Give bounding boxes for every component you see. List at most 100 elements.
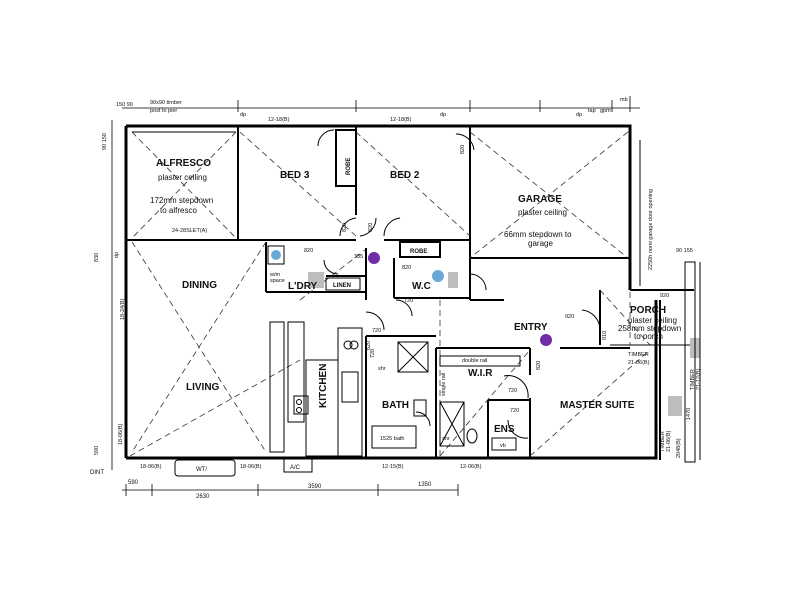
door-820-f: 820	[536, 361, 542, 370]
room-porch: PORCH	[630, 305, 666, 316]
mb-label: mb	[620, 97, 628, 103]
dim-seg-5: 18-06(B)	[140, 464, 162, 470]
dp-label-4: dp	[114, 252, 120, 258]
door-720-d: 720	[510, 408, 519, 414]
shr-label-2: shr	[442, 436, 450, 442]
room-entry: ENTRY	[514, 322, 548, 333]
doors	[317, 129, 601, 439]
wt-label: WT/	[196, 467, 207, 473]
door-820-a: 820	[304, 248, 313, 254]
top-dimension-line: 150 90 90x90 timber post to pier tap mb …	[116, 96, 640, 114]
room-bed3: BED 3	[280, 170, 310, 181]
room-wir: W.I.R	[468, 368, 493, 379]
room-laundry: L'DRY	[288, 281, 318, 292]
door-920-a: 920	[565, 314, 574, 320]
timber-1-size: 21-06(B)	[628, 360, 650, 366]
dim-top-left: 150 90	[116, 102, 133, 108]
alfresco-note-3: to alfresco	[160, 206, 197, 215]
door-920-b: 920	[660, 293, 669, 299]
wir-double-rail: double rail	[462, 358, 487, 364]
dint-label: DINT	[90, 470, 104, 476]
garage-note-3: garage	[528, 239, 553, 248]
dim-b-3590: 3590	[308, 484, 322, 490]
post-note-1: 90x90 timber	[150, 100, 182, 106]
post-note-2: post to pier	[150, 108, 177, 114]
door-820-c: 820	[368, 223, 374, 232]
door-910: 910	[602, 331, 608, 340]
dim-seg-1: 12-18(B)	[268, 117, 290, 123]
room-linen: LINEN	[333, 283, 351, 289]
dim-seg-9: 90 155	[676, 248, 693, 254]
room-ens: ENS	[494, 424, 515, 435]
dp-label-2: dp	[440, 112, 446, 118]
timber-3: TIMBER	[660, 431, 666, 452]
dp-label-3: dp	[576, 112, 582, 118]
door-335: 335	[354, 254, 363, 260]
ac-label: A/C	[290, 465, 301, 471]
room-labels: ALFRESCO plaster ceiling 172mm stepdown …	[150, 158, 681, 449]
dim-seg-7: 12-15(B)	[382, 464, 404, 470]
dp-label-1: dp	[240, 112, 246, 118]
room-garage: GARAGE	[518, 194, 562, 205]
timber-3-size: 21-06(B)	[666, 430, 672, 452]
bath-fixture: 1525 bath	[380, 436, 404, 442]
ens-vanity: vb	[500, 443, 506, 449]
dim-r-1470: 1470	[686, 408, 692, 420]
gpm-label: gpm	[600, 108, 611, 114]
porch-note-2: 258mm stepdown	[618, 324, 681, 333]
room-master-suite: MASTER SUITE	[560, 400, 635, 411]
kitchen-benches	[269, 321, 363, 457]
garage-note-1: plaster ceiling	[518, 208, 567, 217]
dim-seg-6: 18-06(B)	[240, 464, 262, 470]
room-bath: BATH	[382, 400, 409, 411]
shr-label-1: shr	[378, 366, 386, 372]
wm-space	[308, 272, 324, 288]
door-sizes: 820 820 820 820 820 820 720 720 720 720 …	[304, 145, 669, 414]
dim-left-590: 590	[94, 446, 100, 455]
porch-note-3: to porch	[634, 332, 663, 341]
room-living: LIVING	[186, 382, 220, 393]
dim-seg-8: 12-06(B)	[460, 464, 482, 470]
space-label: space	[270, 278, 285, 284]
interior-walls	[126, 126, 694, 458]
wm-label: w/m	[269, 272, 281, 278]
door-720-b: 720	[370, 349, 376, 358]
tap-label: tap	[588, 108, 596, 114]
robe-2: ROBE	[410, 249, 427, 255]
dim-left-830: 830	[94, 253, 100, 262]
alfresco-note-2: 172mm stepdown	[150, 196, 213, 205]
wc-grey	[448, 272, 458, 288]
dim-b-1350: 1350	[418, 482, 432, 488]
alfresco-note-1: plaster ceiling	[158, 173, 207, 182]
dim-b-590: 590	[128, 480, 139, 486]
door-820-d: 820	[402, 265, 411, 271]
timber-1: TIMBER	[628, 352, 649, 358]
door-820-e: 820	[460, 145, 466, 154]
timber-2-size: 21-12(B)	[696, 368, 702, 390]
timber-2: TIMBER	[690, 369, 696, 390]
alfresco-slab: 24-28SLET(A)	[172, 228, 207, 234]
dim-seg-3: 18-24(B)	[120, 298, 126, 320]
door-720-a: 720	[404, 298, 413, 304]
room-wc: W.C	[412, 281, 431, 292]
porch-note-1: plaster ceiling	[628, 316, 677, 325]
garage-door-note: 2250h nomi garage door opening	[648, 189, 654, 270]
dim-r-2048: 2048(B)	[676, 438, 682, 458]
room-bed2: BED 2	[390, 170, 420, 181]
door-820-b: 820	[342, 223, 348, 232]
dim-seg-4: 18-06(B)	[118, 423, 124, 445]
dim-left-top: 90 150	[102, 133, 108, 150]
garage-note-2: 66mm stepdown to	[504, 230, 572, 239]
door-720-e: 720	[372, 328, 381, 334]
robe-1: ROBE	[346, 158, 352, 175]
wir-single-rail: single rail	[441, 373, 447, 396]
timber-post	[668, 396, 682, 416]
dim-seg-2: 12-18(B)	[390, 117, 412, 123]
room-alfresco: ALFRESCO	[156, 158, 211, 169]
room-dining: DINING	[182, 280, 217, 291]
door-720-c: 720	[508, 388, 517, 394]
door-620: 620	[366, 341, 372, 350]
room-kitchen: KITCHEN	[318, 364, 329, 408]
dim-b-2630: 2630	[196, 494, 210, 500]
